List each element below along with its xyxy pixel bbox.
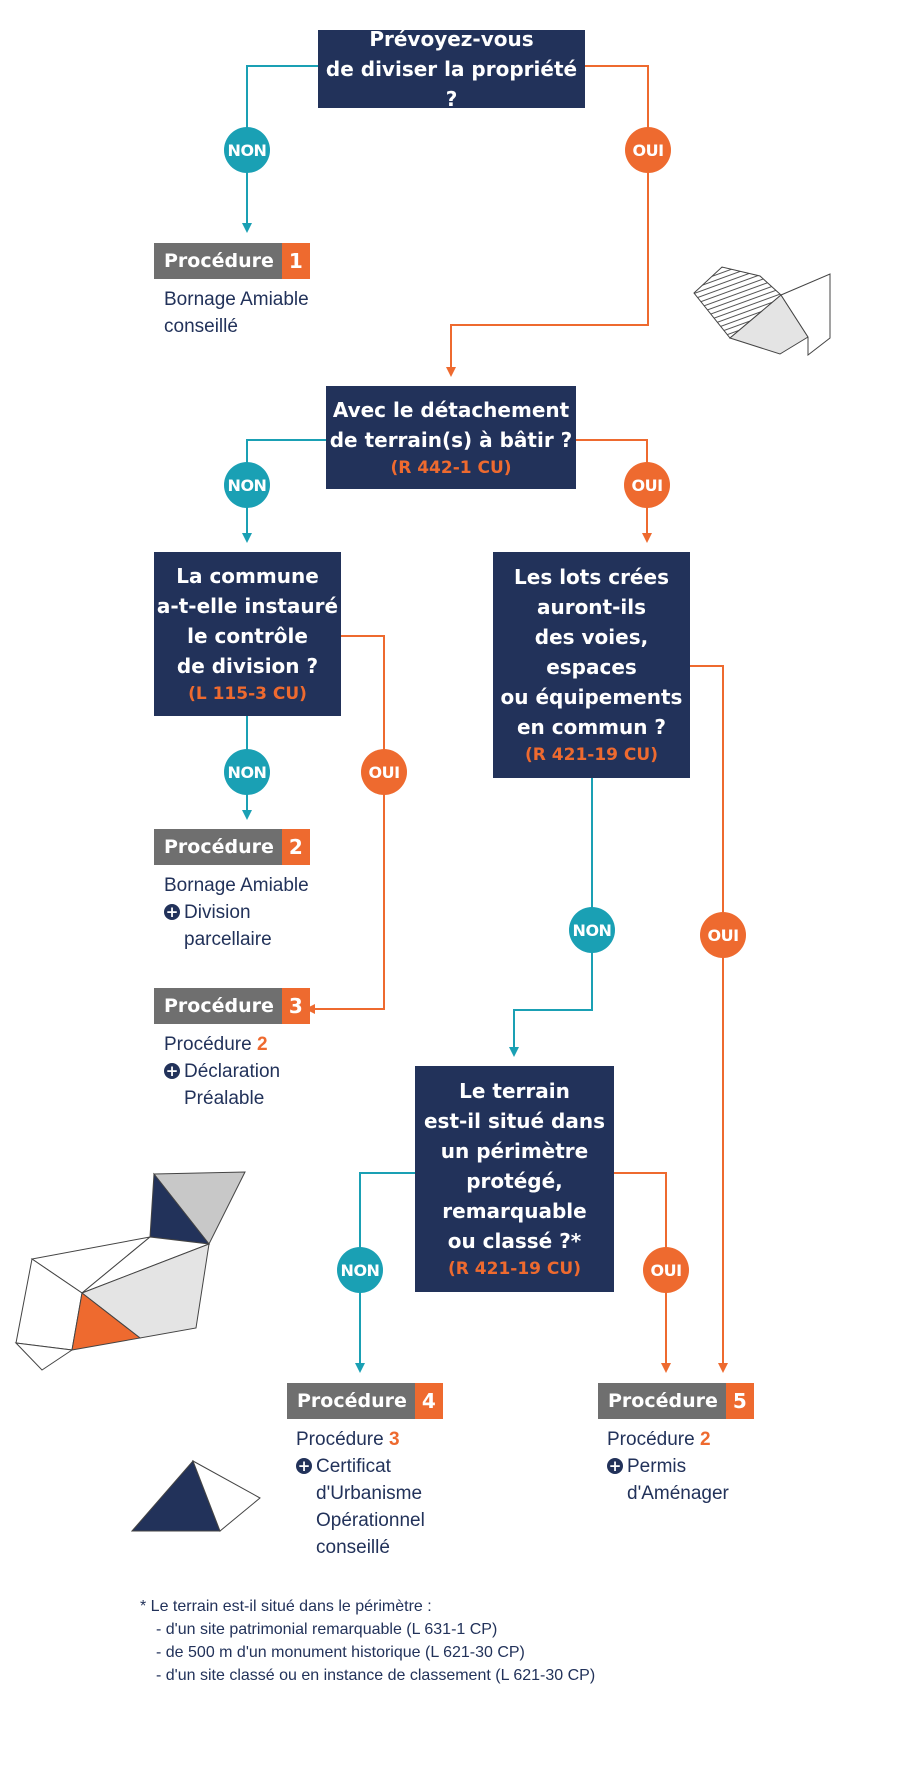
decoration-bottom-left [130, 1459, 261, 1532]
question-line: de diviser la propriété ? [325, 57, 578, 111]
question-line: protégé, [466, 1169, 563, 1193]
description-line: Procédure [296, 1429, 384, 1450]
footnote-item: - d'un site patrimonial remarquable (L 6… [156, 1621, 498, 1638]
description-line: Division [184, 902, 251, 923]
question-line: Les lots crées [514, 565, 669, 589]
q1-oui-line [446, 65, 649, 377]
question-line: est-il situé dans [423, 1109, 606, 1133]
procedure-4-header: Procédure 4 [287, 1383, 443, 1419]
badge-non: NON [337, 1247, 383, 1293]
procedure-3-header: Procédure 3 [154, 988, 310, 1024]
badge-oui: OUI [643, 1247, 689, 1293]
procedure-reference-number: 2 [699, 1429, 711, 1450]
question-line: ou équipements [500, 685, 683, 709]
badge-oui: OUI [700, 912, 746, 958]
footnote-item: - de 500 m d'un monument historique (L 6… [156, 1644, 525, 1661]
description-line: Bornage Amiable [164, 289, 309, 310]
badge-non: NON [569, 907, 615, 953]
procedure-5-header: Procédure 5 [598, 1383, 754, 1419]
question-building-land: Avec le détachement de terrain(s) à bâti… [326, 386, 576, 489]
description-line: d'Aménager [627, 1483, 729, 1504]
question-line: des voies, [534, 625, 649, 649]
procedure-label: Procédure [287, 1383, 415, 1419]
description-line: Procédure [607, 1429, 695, 1450]
question-reference: (R 421-19 CU) [448, 1259, 581, 1279]
procedure-number: 1 [281, 243, 310, 279]
plus-icon: + [164, 1062, 180, 1080]
badge-oui: OUI [625, 127, 671, 173]
q5-non-line [355, 1172, 415, 1373]
decoration-top-right [693, 266, 831, 357]
question-protected-perimeter: Le terrain est-il situé dans un périmètr… [415, 1066, 614, 1292]
procedure-reference-number: 3 [388, 1429, 400, 1450]
q4-non-line [509, 778, 593, 1057]
q5-oui-line [614, 1172, 671, 1373]
question-division-control: La commune a-t-elle instauré le contrôle… [154, 552, 341, 716]
plus-icon: + [164, 903, 180, 921]
procedure-2-header: Procédure 2 [154, 829, 310, 865]
procedure-5-description: Procédure 2 +Permis d'Aménager [607, 1426, 729, 1507]
decoration-left [14, 1171, 246, 1371]
procedure-label: Procédure [154, 829, 282, 865]
question-line: Prévoyez-vous [369, 27, 534, 51]
footnote: * Le terrain est-il situé dans le périmè… [140, 1595, 595, 1687]
plus-icon: + [607, 1457, 623, 1475]
badge-oui: OUI [361, 749, 407, 795]
description-line: Procédure [164, 1034, 252, 1055]
question-line: de terrain(s) à bâtir ? [329, 427, 573, 452]
description-line: Préalable [184, 1088, 265, 1109]
q3-oui-line [305, 635, 385, 1014]
question-reference: (R 442-1 CU) [390, 457, 512, 478]
procedure-label: Procédure [154, 243, 282, 279]
question-line: auront-ils [536, 595, 647, 619]
question-line: Avec le détachement [332, 397, 570, 422]
badge-non: NON [224, 462, 270, 508]
plus-icon: + [296, 1457, 312, 1475]
q4-oui-line [690, 665, 728, 1373]
procedure-4-description: Procédure 3 +Certificat d'Urbanisme Opér… [296, 1426, 425, 1561]
procedure-1-description: Bornage Amiable conseillé [164, 286, 309, 340]
question-line: de division ? [176, 654, 319, 678]
procedure-number: 2 [281, 829, 310, 865]
badge-oui: OUI [624, 462, 670, 508]
description-line: parcellaire [184, 929, 272, 950]
question-line: Le terrain [459, 1079, 570, 1103]
footnote-intro: * Le terrain est-il situé dans le périmè… [140, 1598, 432, 1615]
badge-non: NON [224, 749, 270, 795]
question-common-equipment: Les lots crées auront-ils des voies, esp… [493, 552, 690, 778]
procedure-2-description: Bornage Amiable +Division parcellaire [164, 872, 309, 953]
description-line: Certificat [316, 1456, 391, 1477]
badge-non: NON [224, 127, 270, 173]
question-line: espaces [546, 655, 637, 679]
question-divide-property: Prévoyez-vous de diviser la propriété ? [318, 27, 585, 111]
question-line: La commune [176, 564, 319, 588]
question-line: remarquable [442, 1199, 587, 1223]
question-reference: (L 115-3 CU) [188, 684, 307, 704]
procedure-label: Procédure [598, 1383, 726, 1419]
description-line: Bornage Amiable [164, 875, 309, 896]
procedure-3-description: Procédure 2 +Déclaration Préalable [164, 1031, 280, 1112]
procedure-number: 3 [281, 988, 310, 1024]
procedure-reference-number: 2 [256, 1034, 268, 1055]
question-line: le contrôle [187, 624, 308, 648]
q1-non-line [242, 65, 318, 233]
question-reference: (R 421-19 CU) [525, 745, 658, 765]
procedure-label: Procédure [154, 988, 282, 1024]
question-line: a-t-elle instauré [156, 594, 339, 618]
procedure-number: 4 [414, 1383, 443, 1419]
procedure-number: 5 [725, 1383, 754, 1419]
footnote-item: - d'un site classé ou en instance de cla… [156, 1667, 596, 1684]
question-line: un périmètre [440, 1139, 589, 1163]
description-line: conseillé [164, 316, 238, 337]
description-line: Déclaration [184, 1061, 281, 1082]
description-line: conseillé [316, 1537, 390, 1558]
description-line: Permis [627, 1456, 687, 1477]
procedure-1-header: Procédure 1 [154, 243, 310, 279]
description-line: d'Urbanisme [316, 1483, 423, 1504]
question-line: en commun ? [516, 715, 667, 739]
description-line: Opérationnel [316, 1510, 425, 1531]
question-line: ou classé ?* [447, 1229, 582, 1253]
